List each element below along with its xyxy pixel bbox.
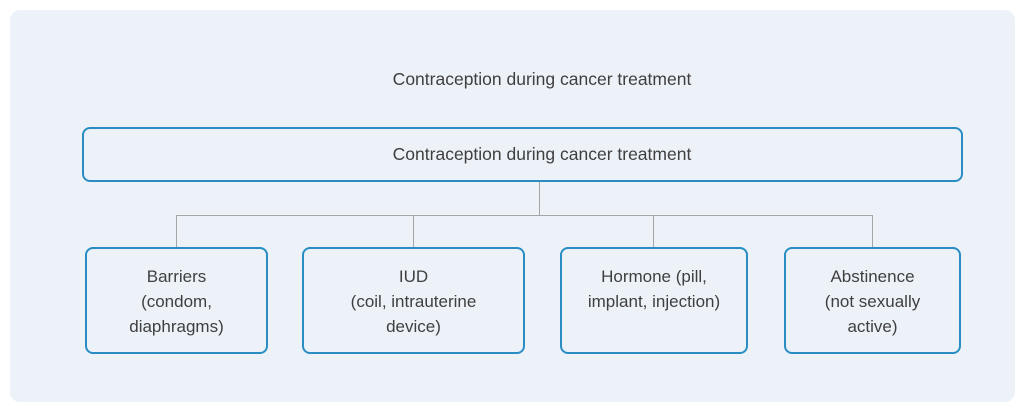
connector-drop-hormone	[653, 215, 654, 247]
node-hormone: Hormone (pill, implant, injection)	[560, 247, 748, 354]
node-label: Abstinence (not sexually active)	[824, 267, 921, 336]
connector-horizontal	[176, 215, 873, 216]
connector-root-stub	[539, 182, 540, 216]
node-label: IUD (coil, intrauterine device)	[350, 267, 477, 336]
node-abstinence: Abstinence (not sexually active)	[784, 247, 961, 354]
connector-drop-abstinence	[872, 215, 873, 247]
node-root-contraception: Contraception during cancer treatment	[82, 127, 963, 182]
diagram-title: Contraception during cancer treatment	[392, 69, 692, 89]
node-barriers: Barriers (condom, diaphragms)	[85, 247, 268, 354]
node-label: Hormone (pill, implant, injection)	[587, 267, 721, 311]
connector-drop-iud	[413, 215, 414, 247]
connector-drop-barriers	[176, 215, 177, 247]
node-iud: IUD (coil, intrauterine device)	[302, 247, 525, 354]
diagram-panel: Contraception during cancer treatment Co…	[10, 10, 1015, 402]
node-label: Contraception during cancer treatment	[392, 144, 692, 164]
node-label: Barriers (condom, diaphragms)	[129, 267, 224, 336]
